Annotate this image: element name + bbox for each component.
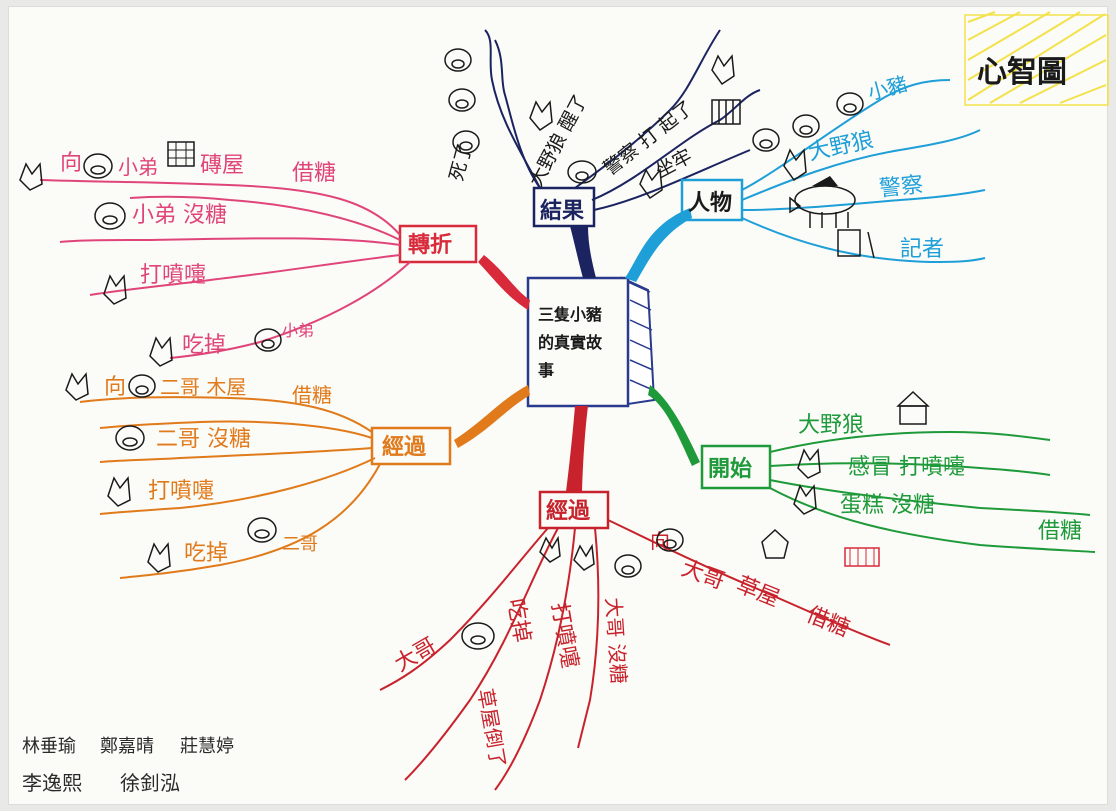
branch-turning-label: 轉折 (408, 232, 452, 258)
orange-item-borrow-sugar: 借糖 (292, 383, 332, 407)
doodles (19, 48, 864, 650)
wolf-with-hat-icon (789, 176, 856, 228)
orange-item-to: 向 (104, 375, 126, 400)
wolf-icon (65, 372, 89, 401)
red-item-borrow-sugar: 借糖 (803, 602, 853, 642)
turning-item-sneeze: 打噴嚏 (140, 263, 206, 288)
connector-characters (625, 208, 692, 282)
wolf-icon (711, 54, 735, 86)
wolf-icon (107, 476, 131, 507)
red-item-big-brother: 大哥 (678, 556, 728, 595)
pig-icon (836, 92, 864, 116)
beginning-item-cake: 蛋糕 沒糖 (840, 493, 935, 518)
branch-process-red-label: 經過 (546, 498, 591, 524)
orange-item-second-brother: 二哥 (282, 534, 318, 555)
connector-process-red (566, 406, 588, 492)
turning-item-little-brother-2: 小弟 (282, 321, 314, 340)
branch-process-orange-box (370, 426, 452, 466)
wolf-icon (573, 543, 595, 571)
pig-icon (752, 128, 780, 152)
author-name: 莊慧婷 (180, 736, 234, 757)
wolf-icon (19, 162, 43, 191)
characters-item-reporter: 記者 (900, 237, 944, 262)
pig-icon (567, 160, 597, 184)
wolf-icon (797, 448, 821, 479)
branch-ending-label: 結果 (540, 198, 584, 224)
orange-item-sneeze: 打噴嚏 (148, 479, 214, 504)
turning-item-borrow-sugar: 借糖 (292, 161, 336, 186)
pig-icon (461, 622, 495, 650)
beginning-item-wolf: 大野狼 (798, 413, 864, 438)
orange-item-ate: 吃掉 (184, 541, 228, 566)
branch-ending-box (532, 186, 596, 228)
cake-icon (844, 547, 880, 567)
pig-icon (247, 517, 277, 543)
branch-process-red: 經過 向 大哥 草屋 借糖 吃掉 打噴嚏 大哥 沒糖 大哥 草屋倒了 (379, 490, 891, 791)
pig-icon (254, 328, 282, 352)
branch-beginning-box (700, 444, 772, 490)
wolf-icon (783, 148, 807, 182)
center-line-1: 三隻小豬 (538, 305, 602, 324)
brick-house-icon (167, 141, 195, 167)
pig-icon (83, 153, 113, 179)
beginning-item-borrow-sugar: 借糖 (1038, 519, 1082, 544)
wolf-icon (529, 100, 553, 131)
red-item-house-fell: 草屋倒了 (473, 687, 511, 770)
center-line-3: 事 (538, 361, 554, 380)
connector-ending (570, 226, 596, 278)
branch-turning: 轉折 向 小弟 磚屋 借糖 小弟 沒糖 打噴嚏 吃掉 小弟 (39, 141, 478, 359)
connector-process-orange (454, 385, 530, 448)
page-title: 心智圖 (977, 55, 1067, 90)
orange-item-no-sugar: 二哥 沒糖 (156, 427, 251, 452)
pig-icon (115, 425, 145, 451)
pig-icon (448, 88, 476, 112)
wolf-icon (149, 336, 173, 367)
pig-icon (656, 528, 684, 552)
turning-item-to: 向 (60, 151, 82, 176)
pig-icon (128, 374, 156, 398)
wolf-icon (539, 535, 561, 563)
pig-icon (444, 48, 472, 72)
pig-icon (792, 114, 820, 138)
pig-icon (452, 130, 480, 154)
authors: 林垂瑜 鄭嘉晴 莊慧婷 李逸熙 徐釗泓 (22, 736, 234, 795)
turning-item-ate: 吃掉 (182, 333, 226, 358)
beginning-item-sneeze: 感冒 打噴嚏 (848, 455, 965, 480)
branch-characters-label: 人物 (688, 190, 732, 216)
turning-item-no-sugar: 小弟 沒糖 (132, 203, 227, 228)
house-icon (896, 390, 930, 425)
red-item-brother-big: 大哥 (391, 634, 442, 678)
title-highlight (964, 11, 1109, 106)
wolf-icon (103, 274, 127, 305)
center-line-2: 的真實故 (538, 333, 603, 352)
branch-process-orange-label: 經過 (382, 434, 427, 460)
red-item-straw-house: 草屋 (733, 572, 783, 612)
connector-turning (478, 255, 530, 310)
wolf-icon (639, 168, 663, 200)
branch-beginning: 開始 大野狼 感冒 打噴嚏 蛋糕 沒糖 借糖 (700, 390, 1096, 567)
center-node: 三隻小豬 的真實故 事 (526, 276, 656, 408)
straw-house-icon (761, 528, 789, 559)
jail-bars-icon (711, 99, 741, 125)
turning-item-brick-house: 磚屋 (200, 153, 244, 178)
branch-beginning-label: 開始 (708, 456, 752, 482)
author-name: 李逸熙 (22, 771, 82, 795)
author-name: 徐釗泓 (120, 771, 180, 795)
branch-process-orange: 經過 向 二哥 木屋 借糖 二哥 沒糖 打噴嚏 吃掉 二哥 (79, 375, 452, 579)
pig-icon (94, 202, 126, 230)
author-name: 林垂瑜 (22, 736, 76, 757)
red-item-no-sugar: 大哥 沒糖 (601, 597, 631, 685)
branch-characters: 人物 小豬 大野狼 警察 記者 (680, 71, 986, 264)
author-name: 鄭嘉晴 (100, 736, 154, 757)
wolf-icon (793, 484, 817, 515)
wolf-icon (147, 542, 171, 573)
pig-icon (614, 554, 642, 578)
characters-item-pigs: 小豬 (865, 71, 910, 105)
connector-beginning (648, 385, 700, 466)
characters-item-police: 警察 (878, 173, 924, 202)
turning-item-little-brother: 小弟 (118, 155, 158, 179)
orange-item-wood-house: 二哥 木屋 (160, 375, 246, 399)
notebook-icon (837, 229, 875, 259)
